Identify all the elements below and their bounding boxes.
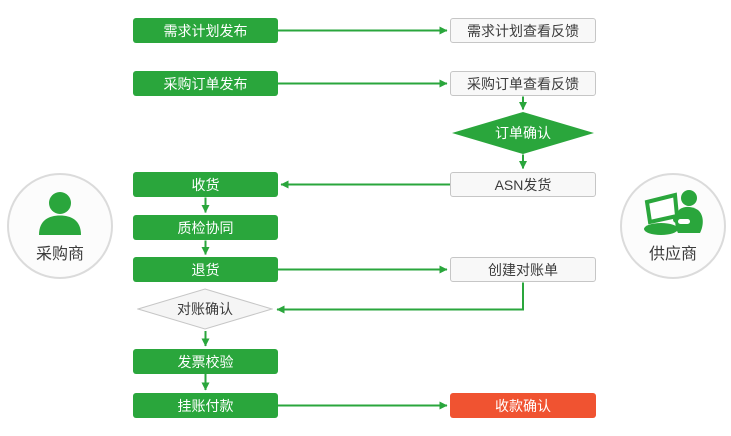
actor-buyer-label: 采购商 [35,245,84,263]
node-invoice-check: 发票校验 [133,349,278,374]
node-demand-plan-feedback: 需求计划查看反馈 [450,18,596,43]
node-receive-goods: 收货 [133,172,278,197]
node-asn-ship: ASN发货 [450,172,596,197]
node-create-statement: 创建对账单 [450,257,596,282]
decision-order-confirm-label: 订单确认 [495,125,551,141]
node-demand-plan-publish: 需求计划发布 [133,18,278,43]
node-po-publish: 采购订单发布 [133,71,278,96]
actor-supplier: 供应商 [620,173,726,279]
decision-recon-confirm-label: 对账确认 [177,301,233,317]
actor-supplier-label: 供应商 [648,245,697,263]
person-icon [39,191,81,235]
node-po-feedback: 采购订单查看反馈 [450,71,596,96]
decision-recon-confirm: 对账确认 [137,288,273,330]
arrow-statement-to-recon [276,282,524,314]
node-return-goods: 退货 [133,257,278,282]
node-receipt-confirm: 收款确认 [450,393,596,418]
node-quality-collab: 质检协同 [133,215,278,240]
person-laptop-icon [644,189,703,235]
diamond-shape [137,288,273,330]
node-payment-on-account: 挂账付款 [133,393,278,418]
decision-order-confirm: 订单确认 [452,112,594,154]
diamond-shape [452,112,594,154]
actor-buyer: 采购商 [7,173,113,279]
